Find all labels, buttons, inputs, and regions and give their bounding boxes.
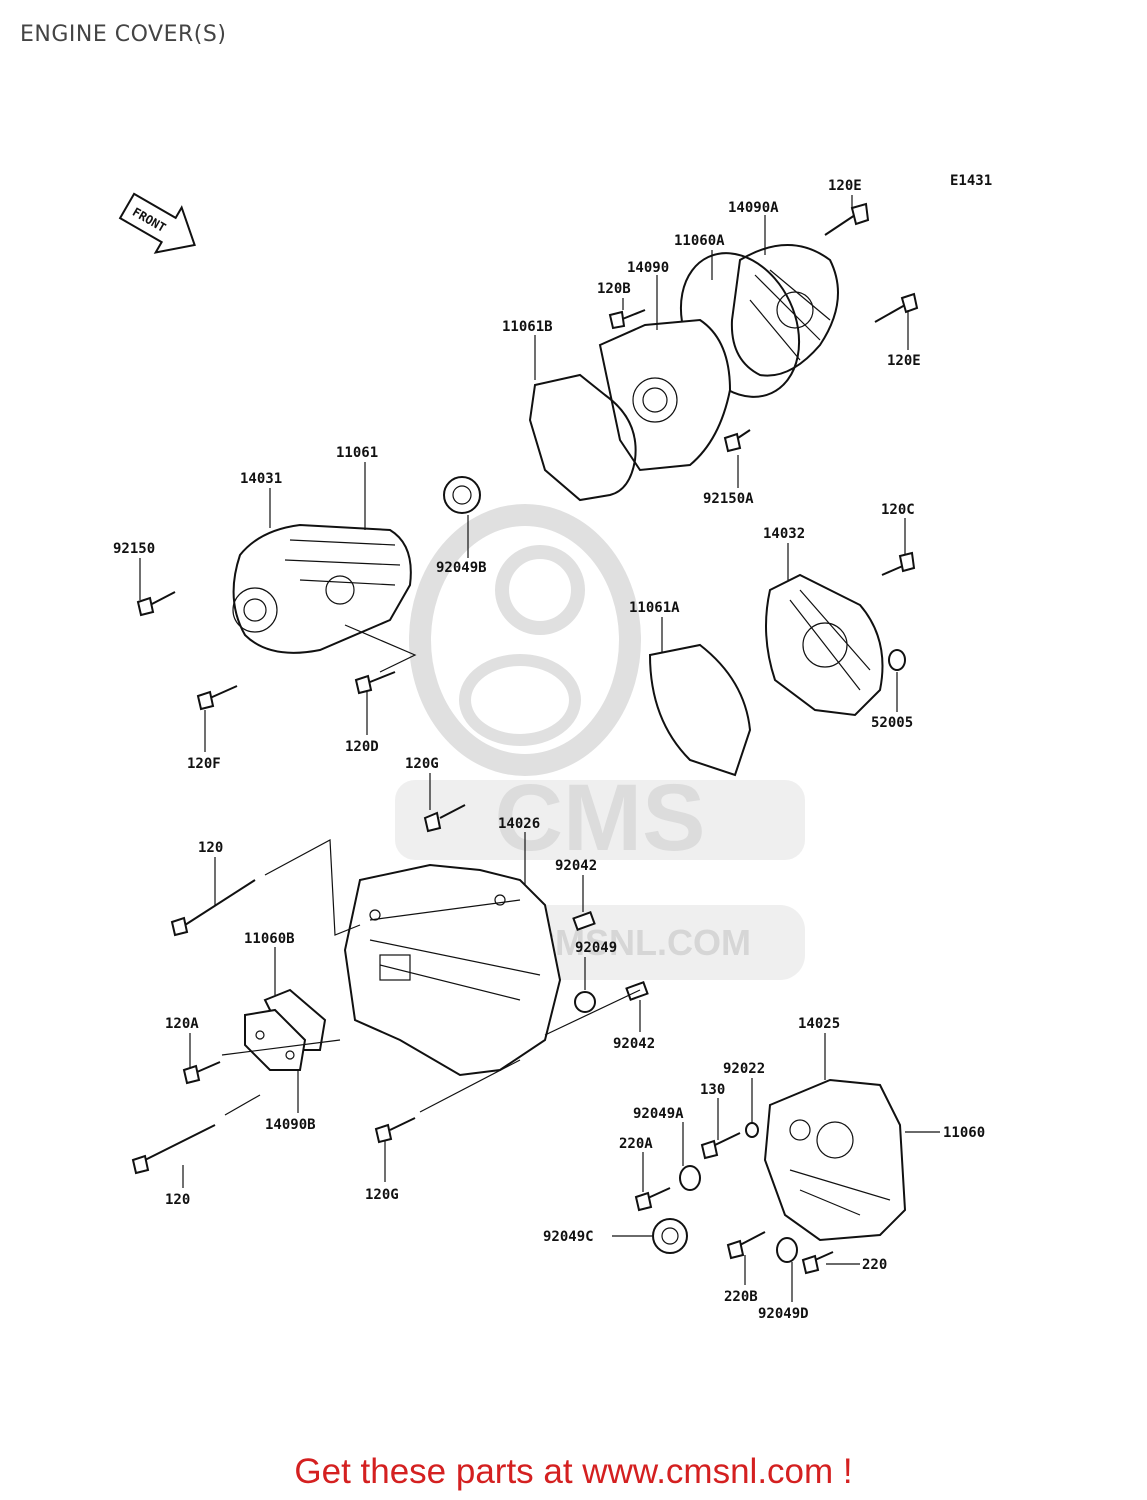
- part-14031-cover[interactable]: [232, 523, 412, 654]
- label-120D: 120D: [345, 739, 379, 755]
- label-92049C: 92049C: [543, 1229, 594, 1245]
- bolt-220A[interactable]: [634, 1187, 671, 1212]
- bolt-120E-top[interactable]: [824, 202, 870, 236]
- label-92049: 92049: [575, 940, 617, 956]
- front-arrow-icon: FRONT: [118, 192, 196, 254]
- label-120-bottom: 120: [165, 1192, 190, 1208]
- label-11061B: 11061B: [502, 319, 553, 335]
- part-11061B-gasket[interactable]: [528, 373, 637, 502]
- bolt-120G-bottom[interactable]: [374, 1117, 416, 1144]
- label-92150: 92150: [113, 541, 155, 557]
- bolt-120C[interactable]: [881, 551, 916, 576]
- label-92042-bottom: 92042: [613, 1036, 655, 1052]
- label-92150A: 92150A: [703, 491, 754, 507]
- spacer-92049[interactable]: [574, 991, 596, 1013]
- part-14090-cover[interactable]: [598, 318, 732, 472]
- label-120E-top: 120E: [828, 178, 862, 194]
- label-11061: 11061: [336, 445, 378, 461]
- bolt-120D[interactable]: [354, 671, 396, 695]
- label-92049D: 92049D: [758, 1306, 809, 1322]
- label-92049A: 92049A: [633, 1106, 684, 1122]
- oil-seal-92049B[interactable]: [443, 476, 481, 514]
- label-120A: 120A: [165, 1016, 199, 1032]
- part-14032-cover[interactable]: [765, 573, 884, 717]
- label-120F: 120F: [187, 756, 221, 772]
- bolt-120A[interactable]: [182, 1061, 221, 1085]
- label-120-top: 120: [198, 840, 223, 856]
- part-14026-cover[interactable]: [343, 863, 562, 1077]
- label-120E-bottom: 120E: [887, 353, 921, 369]
- bolt-220[interactable]: [801, 1251, 834, 1275]
- footer-link[interactable]: Get these parts at www.cmsnl.com !: [294, 1452, 853, 1491]
- bolt-92150[interactable]: [136, 591, 176, 617]
- label-11060B: 11060B: [244, 931, 295, 947]
- label-14090: 14090: [627, 260, 669, 276]
- label-52005: 52005: [871, 715, 913, 731]
- label-14025: 14025: [798, 1016, 840, 1032]
- bolt-120-top[interactable]: [170, 879, 256, 937]
- bolt-120E-bottom[interactable]: [874, 292, 919, 323]
- label-120B: 120B: [597, 281, 631, 297]
- label-11061A: 11061A: [629, 600, 680, 616]
- label-14032: 14032: [763, 526, 805, 542]
- label-11060: 11060: [943, 1125, 985, 1141]
- leader-lines: [139, 195, 940, 1302]
- label-130: 130: [700, 1082, 725, 1098]
- washer-92022[interactable]: [745, 1122, 759, 1138]
- label-14031: 14031: [240, 471, 282, 487]
- bolt-120-bottom[interactable]: [131, 1124, 216, 1175]
- parts-diagram: CMS WWW.CMSNL.COM E1431 FRONT: [113, 173, 992, 1322]
- dowel-92042-top[interactable]: [572, 911, 596, 931]
- label-92022: 92022: [723, 1061, 765, 1077]
- label-14090B: 14090B: [265, 1117, 316, 1133]
- part-11061A-gasket[interactable]: [648, 643, 752, 777]
- part-14025-cover[interactable]: [763, 1078, 907, 1242]
- label-92049B: 92049B: [436, 560, 487, 576]
- label-11060A: 11060A: [674, 233, 725, 249]
- label-220: 220: [862, 1257, 887, 1273]
- bolt-120G-top[interactable]: [423, 804, 466, 833]
- label-120C: 120C: [881, 502, 915, 518]
- diagram-code: E1431: [950, 173, 992, 189]
- label-14026: 14026: [498, 816, 540, 832]
- part-14090A-cover[interactable]: [730, 244, 839, 377]
- plug-52005[interactable]: [888, 649, 906, 671]
- page-title: ENGINE COVER(S): [20, 22, 227, 47]
- label-120G-top: 120G: [405, 756, 439, 772]
- label-220B: 220B: [724, 1289, 758, 1305]
- label-14090A: 14090A: [728, 200, 779, 216]
- spacer-92049A[interactable]: [679, 1165, 701, 1191]
- watermark-cms: CMS: [494, 765, 705, 871]
- part-14090B-cover[interactable]: [244, 1008, 307, 1071]
- bolt-220B[interactable]: [726, 1231, 766, 1260]
- bolt-130[interactable]: [700, 1132, 741, 1160]
- label-220A: 220A: [619, 1136, 653, 1152]
- spacer-92049D[interactable]: [776, 1237, 798, 1263]
- oil-seal-92049C[interactable]: [652, 1218, 688, 1254]
- bolt-120B[interactable]: [608, 309, 646, 330]
- label-120G-bottom: 120G: [365, 1187, 399, 1203]
- bolt-92150A[interactable]: [723, 429, 751, 453]
- bolt-120F[interactable]: [196, 685, 238, 711]
- label-92042-top: 92042: [555, 858, 597, 874]
